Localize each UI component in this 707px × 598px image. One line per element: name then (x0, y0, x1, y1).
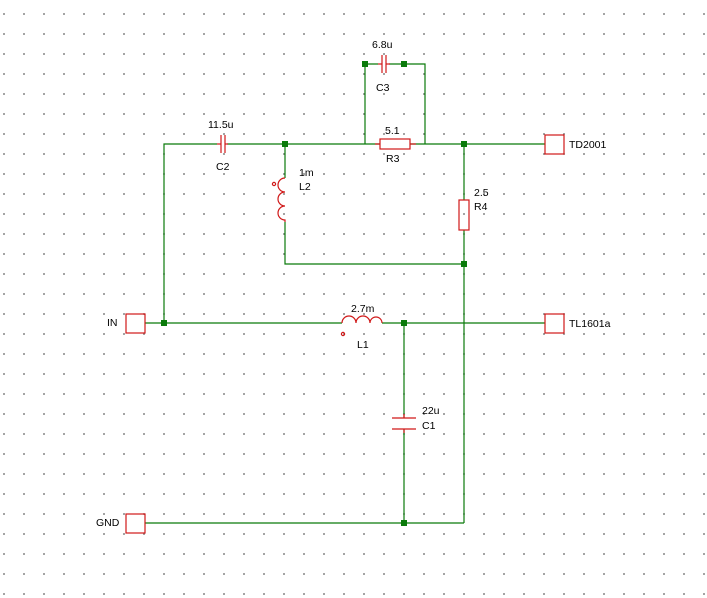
c1-name-label: C1 (422, 420, 436, 432)
port-td2001-label: TD2001 (569, 139, 607, 151)
inductor-l1[interactable]: 2.7m L1 (340, 303, 383, 351)
l1-value-label: 2.7m (351, 303, 375, 315)
wire-c3-left[interactable] (364, 63, 378, 144)
node-in[interactable] (161, 320, 167, 326)
capacitor-c2[interactable]: 11.5u C2 (208, 119, 234, 173)
capacitor-c3[interactable]: 6.8u C3 (372, 39, 393, 94)
r4-name-label: R4 (474, 201, 488, 213)
l2-value-label: 1m (299, 167, 314, 179)
port-td2001[interactable]: TD2001 (544, 134, 607, 155)
r4-value-label: 2.5 (474, 187, 489, 199)
junction-nodes (161, 61, 467, 526)
l1-name-label: L1 (357, 339, 369, 351)
node-l1-right[interactable] (401, 320, 407, 326)
r3-value-label: 5.1 (385, 125, 400, 137)
c3-value-label: 6.8u (372, 39, 393, 51)
inductor-l2[interactable]: 1m L2 (271, 167, 314, 222)
node-r4-top[interactable] (461, 141, 467, 147)
port-in-label: IN (107, 317, 118, 329)
node-c3-left[interactable] (362, 61, 368, 67)
port-gnd-label: GND (96, 517, 120, 529)
wire-c2-left[interactable] (163, 143, 217, 323)
port-in[interactable]: IN (107, 313, 146, 334)
node-r4-bottom[interactable] (461, 261, 467, 267)
wire-l2-bottom[interactable] (284, 222, 464, 265)
c2-name-label: C2 (216, 161, 230, 173)
wires (145, 63, 545, 524)
port-tl1601a-label: TL1601a (569, 318, 611, 330)
c1-value-label: 22u (422, 405, 440, 417)
node-gnd[interactable] (401, 520, 407, 526)
node-c3-right[interactable] (401, 61, 407, 67)
node-l2-top[interactable] (282, 141, 288, 147)
resistor-r3[interactable]: 5.1 R3 (375, 125, 416, 165)
r3-name-label: R3 (386, 153, 400, 165)
c3-name-label: C3 (376, 82, 390, 94)
resistor-r4[interactable]: 2.5 R4 (458, 187, 489, 231)
l2-name-label: L2 (299, 181, 311, 193)
port-gnd[interactable]: GND (96, 513, 146, 534)
port-tl1601a[interactable]: TL1601a (544, 313, 611, 334)
capacitor-c1[interactable]: 22u C1 (392, 405, 440, 433)
c2-value-label: 11.5u (208, 119, 234, 131)
